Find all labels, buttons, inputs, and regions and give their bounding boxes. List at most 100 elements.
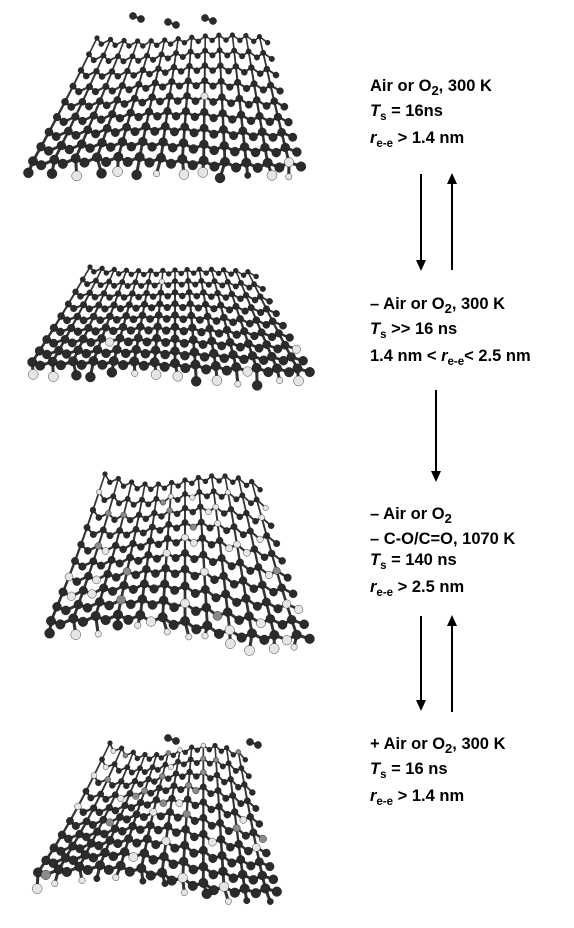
carbon-atom	[160, 579, 170, 589]
carbon-atom	[141, 271, 147, 278]
carbon-atom	[227, 99, 235, 108]
carbon-atom	[36, 160, 47, 171]
carbon-atom	[90, 611, 101, 621]
carbon-atom	[243, 84, 251, 93]
carbon-atom	[129, 53, 136, 60]
carbon-atom	[71, 112, 80, 121]
carbon-atom	[210, 360, 221, 371]
carbon-atom	[270, 97, 278, 105]
hydrogen-atom	[262, 504, 269, 511]
edge-atom	[153, 170, 160, 178]
carbon-atom	[221, 778, 228, 786]
carbon-atom	[168, 619, 179, 630]
carbon-atom	[257, 870, 268, 881]
carbon-atom	[190, 359, 201, 370]
carbon-atom	[234, 839, 243, 849]
carbon-atom	[201, 77, 209, 85]
carbon-atom	[157, 612, 168, 623]
carbon-atom	[236, 855, 246, 865]
carbon-atom	[258, 580, 267, 589]
label-line: + Air or O2, 300 K	[370, 734, 505, 759]
carbon-atom	[116, 271, 122, 277]
hydrogen-atom	[258, 514, 265, 521]
edge-atom	[112, 620, 123, 631]
carbon-atom	[153, 112, 162, 121]
edge-atom	[71, 370, 82, 381]
carbon-atom	[171, 112, 181, 121]
carbon-atom	[153, 495, 160, 502]
carbon-atom	[269, 587, 278, 597]
hydrogen-atom	[224, 625, 235, 635]
carbon-atom	[132, 810, 141, 819]
carbon-atom	[201, 364, 212, 375]
carbon-atom	[237, 110, 246, 119]
carbon-atom	[67, 323, 76, 333]
carbon-atom	[148, 523, 156, 531]
carbon-atom	[153, 322, 162, 331]
carbon-atom	[232, 302, 240, 310]
carbon-atom	[77, 293, 84, 300]
carbon-atom	[191, 801, 200, 810]
carbon-atom	[191, 606, 201, 617]
carbon-atom	[140, 43, 146, 49]
carbon-atom	[49, 154, 60, 165]
carbon-atom	[245, 773, 252, 780]
carbon-atom	[232, 63, 240, 70]
carbon-atom	[189, 508, 197, 516]
carbon-atom	[245, 269, 251, 275]
carbon-atom	[91, 88, 100, 96]
carbon-atom	[198, 340, 208, 349]
carbon-atom	[211, 278, 218, 284]
carbon-atom	[64, 144, 75, 155]
carbon-atom	[241, 831, 250, 840]
carbon-atom	[200, 289, 207, 296]
carbon-atom	[280, 340, 290, 350]
hydrogen-atom	[200, 742, 206, 749]
oxygen-atom	[159, 799, 168, 807]
carbon-atom	[278, 557, 286, 565]
oxygen-atom	[258, 834, 267, 843]
carbon-atom	[253, 273, 259, 280]
carbon-atom	[186, 300, 194, 308]
carbon-atom	[64, 126, 73, 136]
carbon-atom	[118, 82, 126, 90]
carbon-atom	[111, 761, 118, 767]
label-sub: e-e	[376, 796, 394, 808]
hydrogen-atom	[214, 520, 222, 527]
carbon-atom	[172, 770, 180, 777]
carbon-atom	[193, 67, 201, 74]
carbon-atom	[210, 575, 219, 584]
carbon-atom	[222, 325, 231, 334]
carbon-atom	[85, 305, 93, 313]
carbon-atom	[219, 353, 229, 363]
carbon-atom	[93, 68, 100, 75]
carbon-atom	[95, 808, 104, 817]
carbon-atom	[129, 539, 137, 548]
hydrogen-atom	[102, 764, 109, 771]
carbon-atom	[280, 142, 290, 153]
carbon-atom	[195, 38, 202, 45]
carbon-atom	[86, 838, 96, 848]
oxygen-atom	[235, 749, 241, 755]
oxygen-atom	[165, 750, 171, 756]
carbon-atom	[189, 480, 195, 487]
oxygen-atom	[182, 810, 191, 818]
carbon-atom	[174, 496, 181, 503]
carbon-atom	[254, 563, 263, 571]
carbon-atom	[204, 493, 210, 500]
carbon-atom	[197, 328, 206, 337]
carbon-atom	[145, 501, 152, 508]
carbon-atom	[304, 633, 315, 644]
carbon-atom	[212, 317, 221, 325]
carbon-atom	[244, 100, 253, 109]
hydrogen-atom	[208, 837, 217, 847]
carbon-atom	[262, 848, 271, 858]
carbon-atom	[189, 128, 199, 138]
carbon-atom	[209, 145, 219, 156]
carbon-atom	[82, 832, 91, 842]
carbon-atom	[250, 331, 259, 341]
carbon-atom	[156, 812, 165, 821]
carbon-atom	[244, 846, 253, 856]
carbon-atom	[95, 860, 105, 871]
carbon-atom	[232, 283, 239, 290]
